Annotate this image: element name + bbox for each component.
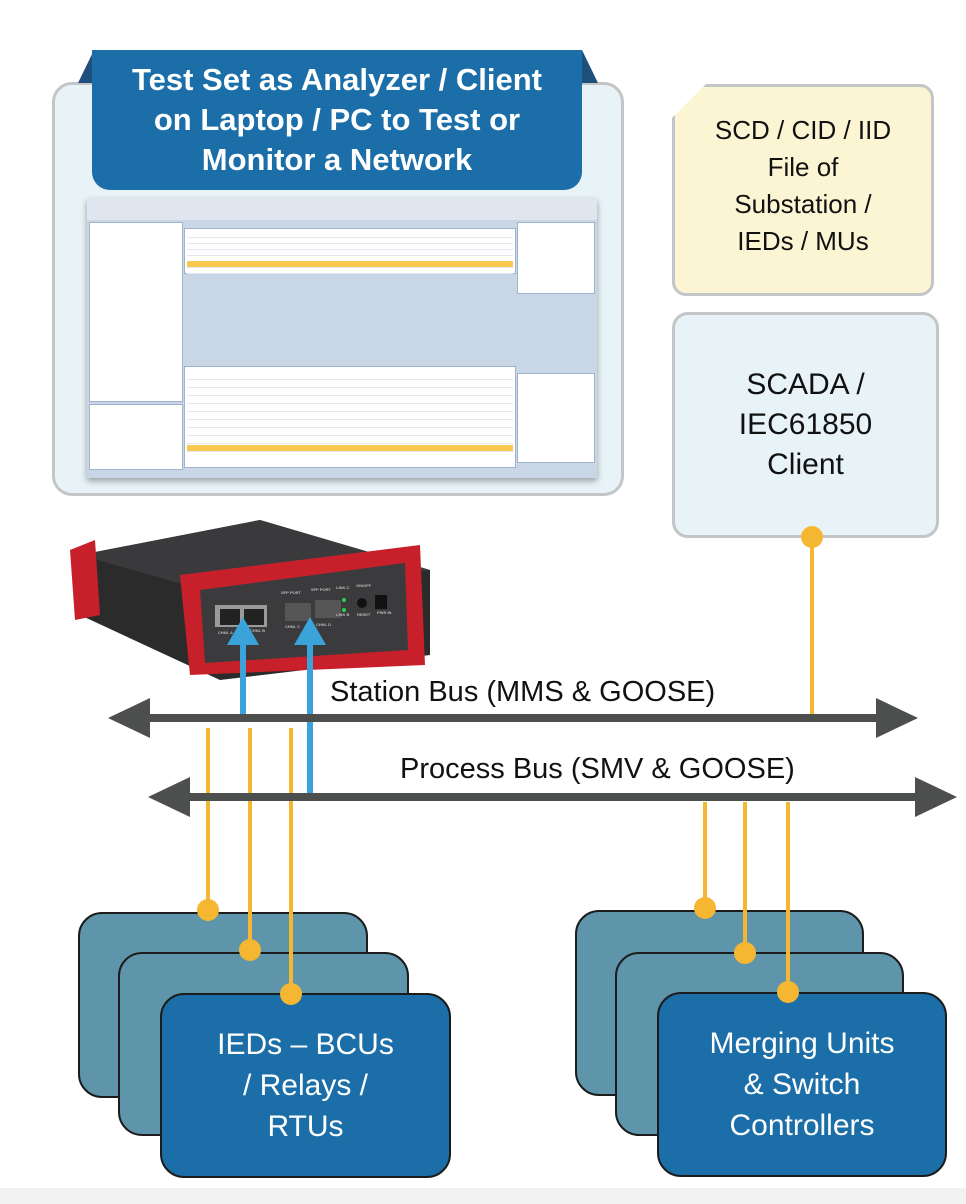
process-bus-arrow-left xyxy=(148,777,190,817)
device-label: SFP PORT xyxy=(311,587,331,592)
screenshot-tree-pane xyxy=(89,222,183,402)
screenshot-details-pane xyxy=(517,373,595,463)
process-bus-arrow-right xyxy=(915,777,957,817)
analyzer-title-banner: Test Set as Analyzer / Client on Laptop … xyxy=(92,50,582,190)
title-line: Monitor a Network xyxy=(201,142,473,177)
software-screenshot xyxy=(87,198,597,478)
station-bus-label: Station Bus (MMS & GOOSE) xyxy=(330,676,716,708)
device-label: CHNL A xyxy=(218,630,233,635)
device-label: ON/OFF xyxy=(356,583,372,588)
title-line: on Laptop / PC to Test or xyxy=(153,102,521,137)
test-device xyxy=(70,520,430,680)
banner-tab-left xyxy=(78,50,94,83)
led-link-c xyxy=(342,598,346,602)
scd-file-note xyxy=(672,84,934,296)
ied-line: IEDs – BCUs xyxy=(217,1028,394,1061)
device-back-frame xyxy=(70,540,100,620)
scada-line: Client xyxy=(767,448,844,481)
port-chnl-b xyxy=(244,609,264,625)
reset-button xyxy=(357,598,367,608)
port-chnl-a xyxy=(220,609,240,625)
mu-card-front: Merging Units & Switch Controllers xyxy=(657,992,947,1177)
screenshot-toolbar xyxy=(87,198,597,220)
note-line: File of xyxy=(767,152,839,182)
note-line: SCD / CID / IID xyxy=(714,115,892,145)
station-bus-arrow-left xyxy=(108,698,150,738)
device-label: PWR IN xyxy=(377,610,392,615)
scada-line: IEC61850 xyxy=(738,408,873,441)
device-label: LINK B xyxy=(336,612,350,617)
device-label: CHNL B xyxy=(250,628,266,633)
note-line: Substation / xyxy=(734,189,872,219)
device-label: CHNL D xyxy=(316,622,332,627)
device-label: CHNL C xyxy=(285,624,301,629)
title-line: Test Set as Analyzer / Client xyxy=(131,62,543,97)
screenshot-exchange-history xyxy=(184,366,516,468)
footer-strip xyxy=(0,1188,966,1204)
sfp-port-d xyxy=(315,600,341,618)
screenshot-point-values-pane xyxy=(89,404,183,470)
device-label: LINK C xyxy=(336,585,350,590)
sfp-port-c xyxy=(285,603,311,621)
power-jack xyxy=(375,595,387,609)
ied-line: / Relays / xyxy=(242,1069,369,1102)
mu-line: & Switch xyxy=(743,1068,861,1101)
station-bus-arrow-right xyxy=(876,698,918,738)
screenshot-exchange-list xyxy=(184,228,516,274)
banner-tab-right xyxy=(582,50,598,83)
device-label: RESET xyxy=(357,612,371,617)
mu-line: Merging Units xyxy=(709,1027,895,1060)
ied-line: RTUs xyxy=(267,1110,344,1143)
screenshot-properties-pane xyxy=(517,222,595,294)
process-bus-label: Process Bus (SMV & GOOSE) xyxy=(400,753,795,785)
scada-client-box: SCADA / IEC61850 Client xyxy=(672,312,939,538)
note-line: IEDs / MUs xyxy=(737,226,869,256)
led-link-b xyxy=(342,608,346,612)
ied-card-front: IEDs – BCUs / Relays / RTUs xyxy=(160,993,451,1178)
mu-line: Controllers xyxy=(729,1109,875,1142)
scd-file-note-text: SCD / CID / IID File of Substation / IED… xyxy=(672,112,934,260)
scada-line: SCADA / xyxy=(746,368,865,401)
device-label: SFP PORT xyxy=(281,590,301,595)
